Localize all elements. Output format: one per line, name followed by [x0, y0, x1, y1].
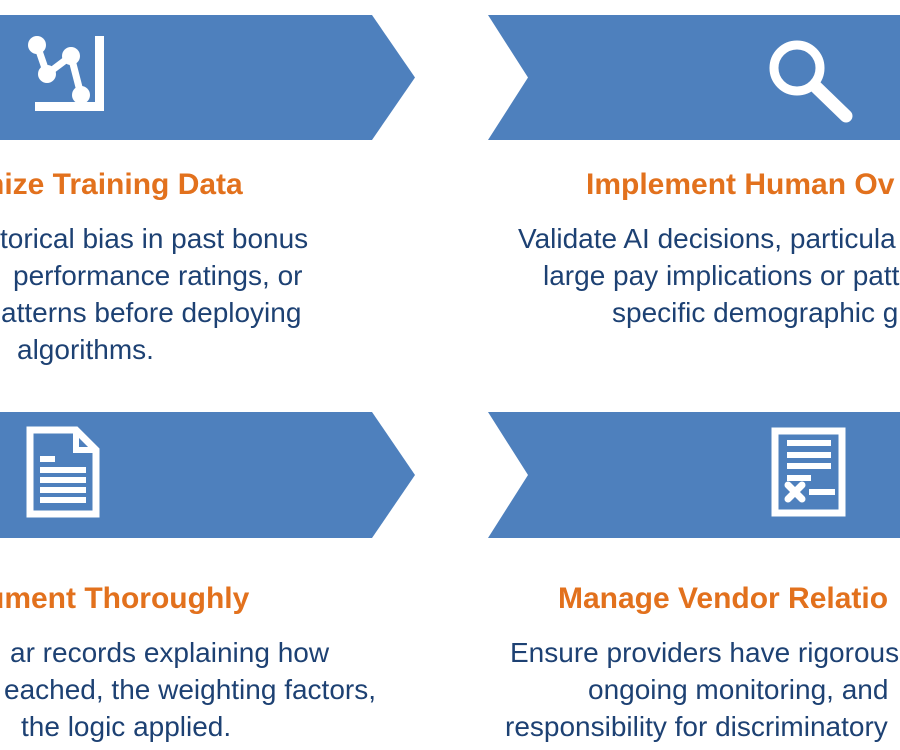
step3-arrow-banner [0, 412, 415, 538]
step2-arrow-banner [488, 15, 900, 140]
step3-line: ar records explaining how [10, 637, 330, 668]
step4-text-block: Manage Vendor Relatio Ensure providers h… [450, 584, 900, 745]
magnifier-icon [769, 40, 853, 123]
line-chart-icon [28, 36, 104, 111]
step2-line: specific demographic gr [612, 297, 900, 328]
step1-heading: nize Training Data [0, 170, 243, 201]
step1-text-block: nize Training Data torical bias in past … [0, 170, 456, 368]
step1-line: performance ratings, or [13, 260, 303, 291]
step1-arrow-banner [0, 15, 415, 140]
step3-heading: ument Thoroughly [0, 584, 250, 615]
step2-text-block: Implement Human Ov Validate AI decisions… [450, 170, 900, 331]
step2-line: Validate AI decisions, particula [518, 223, 896, 254]
step3-text-block: ument Thoroughly ar records explaining h… [0, 584, 456, 745]
step4-heading: Manage Vendor Relatio [558, 582, 889, 615]
step1-line: algorithms. [17, 334, 154, 365]
step3-line: the logic applied. [21, 711, 232, 742]
step1-line: atterns before deploying [1, 297, 302, 328]
step4-line: ongoing monitoring, and [588, 674, 889, 705]
step3-line: eached, the weighting factors, [4, 674, 377, 705]
step1-body: torical bias in past bonus performance r… [0, 220, 456, 368]
document-icon [26, 426, 100, 518]
step1-line: torical bias in past bonus [0, 223, 309, 254]
step4-body: Ensure providers have rigorous ongoing m… [450, 634, 900, 745]
step2-heading: Implement Human Ov [586, 168, 895, 201]
step2-body: Validate AI decisions, particula large p… [450, 220, 900, 331]
contract-icon [771, 427, 846, 517]
step3-body: ar records explaining how eached, the we… [0, 634, 456, 745]
step4-line: Ensure providers have rigorous [510, 637, 900, 668]
step2-line: large pay implications or patte [543, 260, 900, 291]
step4-line: responsibility for discriminatory [505, 711, 888, 742]
